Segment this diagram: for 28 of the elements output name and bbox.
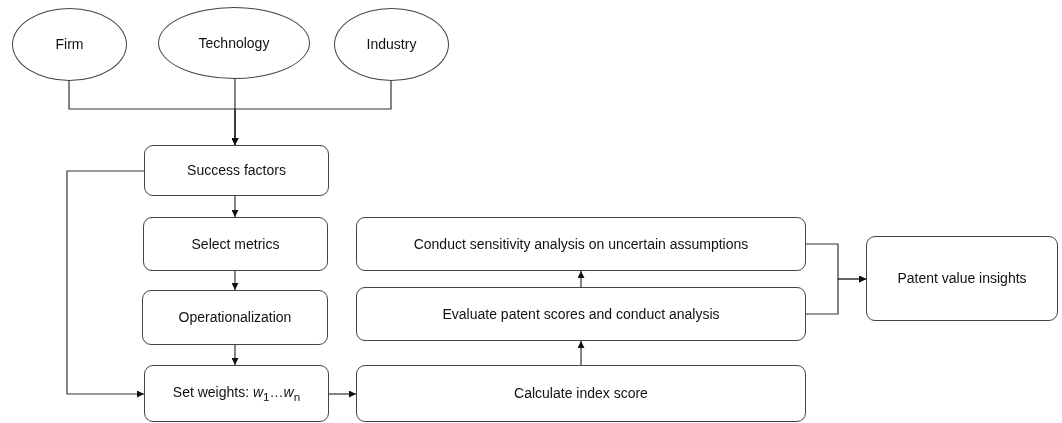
process-box [142, 290, 328, 345]
arrow [231, 270, 239, 291]
node-label: Calculate index score [513, 385, 649, 402]
arrow [66, 170, 145, 398]
process-box [143, 217, 328, 271]
arrow [328, 390, 357, 398]
process-box [866, 236, 1058, 321]
node-label: Industry [365, 36, 418, 53]
process-box [356, 287, 806, 341]
arrow [577, 270, 585, 288]
node-label: Select metrics [190, 235, 281, 253]
node-label: Success factors [186, 162, 287, 179]
process-box [356, 365, 806, 422]
process-box [356, 217, 806, 271]
arrow [231, 344, 239, 366]
node-label: Evaluate patent scores and conduct analysis [441, 305, 721, 323]
node-label: Firm [54, 36, 85, 53]
node-label: Set weights: w$_{1}$…w$_{n}$ [171, 383, 302, 404]
arrow [231, 195, 239, 218]
node-label: Patent value insights [896, 270, 1028, 287]
arrow [577, 340, 585, 366]
arrow [805, 275, 867, 315]
node-label: Conduct sensitivity analysis on uncertain assumptions [412, 235, 750, 253]
node-label: Technology [197, 34, 271, 52]
process-box [144, 365, 329, 422]
arrow [231, 80, 392, 146]
node-label: Operationalization [177, 309, 293, 326]
process-box [144, 145, 329, 196]
